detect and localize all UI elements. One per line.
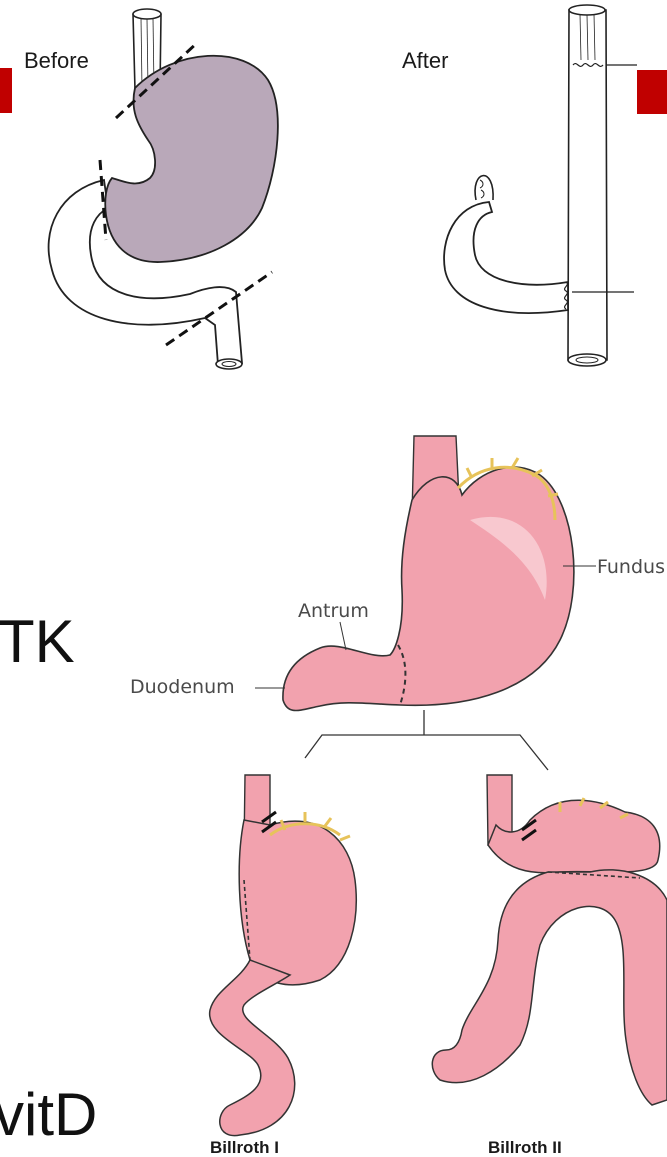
duodenum-label: Duodenum: [130, 676, 235, 698]
after-diagram: After: [402, 5, 637, 366]
after-label: After: [402, 48, 448, 73]
billroth-2-label: Billroth II: [488, 1138, 562, 1157]
red-accent-bar-left: [0, 68, 12, 113]
before-stomach: [105, 56, 278, 262]
antrum-pointer: [340, 622, 346, 650]
anatomy-stomach: [283, 467, 574, 710]
after-jejunum-tube: [568, 5, 607, 366]
fundus-label: Fundus: [597, 556, 665, 578]
after-duodenal-loop: [444, 202, 568, 313]
slide-text-fragment-tk: TK: [0, 608, 75, 675]
stomach-anatomy-diagram: Fundus Antrum Duodenum: [130, 436, 665, 770]
billroth-1-diagram: Billroth I: [210, 775, 357, 1157]
billroth-2-diagram: Billroth II: [432, 775, 667, 1157]
after-stump: [475, 176, 493, 200]
slide-text-fragment-vitd: vitD: [0, 1081, 97, 1148]
red-accent-bar-right: [637, 70, 667, 114]
bracket-lines: [305, 710, 548, 770]
before-label: Before: [24, 48, 89, 73]
billroth-1-label: Billroth I: [210, 1138, 279, 1157]
before-diagram: Before: [24, 9, 278, 369]
antrum-label: Antrum: [298, 600, 369, 622]
